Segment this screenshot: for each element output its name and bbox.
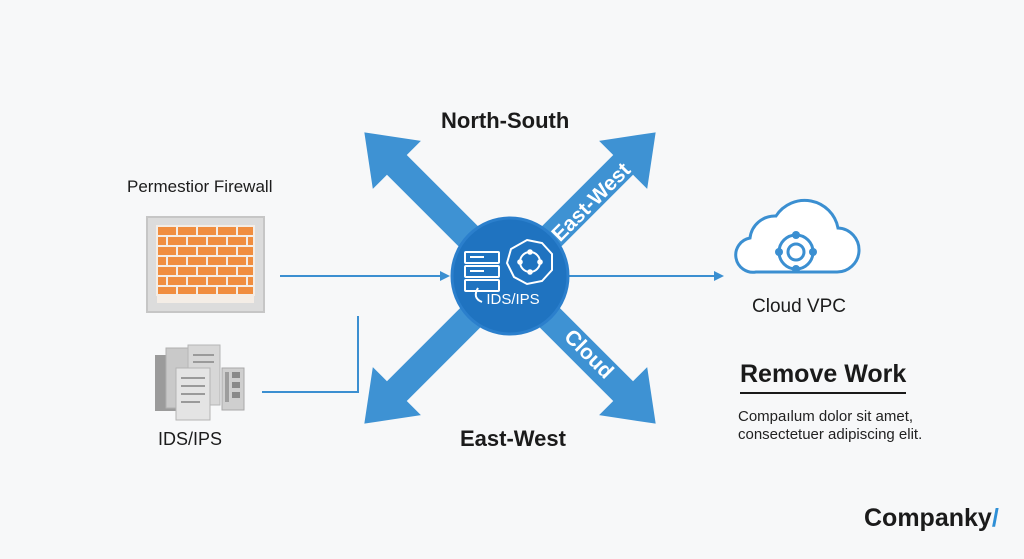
section-body: Compaılum dolor sit amet, consectetuer a… <box>738 408 923 443</box>
server-rack-icon <box>221 367 245 411</box>
brand-mark: / <box>991 504 999 532</box>
cloud-vpc-label: Cloud VPC <box>752 296 846 317</box>
east-west-arrow-label: East-West <box>547 158 635 246</box>
server-rack-icon <box>464 251 500 292</box>
ids-ips-hub: IDS/IPS <box>450 216 570 336</box>
east-west-label: East-West <box>460 426 566 451</box>
brick-wall-icon <box>146 216 265 313</box>
shield-network-icon <box>505 238 553 286</box>
ids-to-hub-line <box>262 316 359 393</box>
brand-name: Companky <box>864 504 992 532</box>
firewall-label: Permestior Firewall <box>127 177 273 196</box>
ids-ips-label: IDS/IPS <box>158 429 223 449</box>
hub-label: IDS/IPS <box>486 291 539 308</box>
cloud-network-icon <box>734 198 861 274</box>
brand-logo: Companky/ <box>864 504 999 533</box>
connector-lines <box>262 271 724 393</box>
documents-icon <box>155 344 221 421</box>
north-south-label: North-South <box>441 108 570 133</box>
section-heading: Remove Work <box>740 360 907 394</box>
